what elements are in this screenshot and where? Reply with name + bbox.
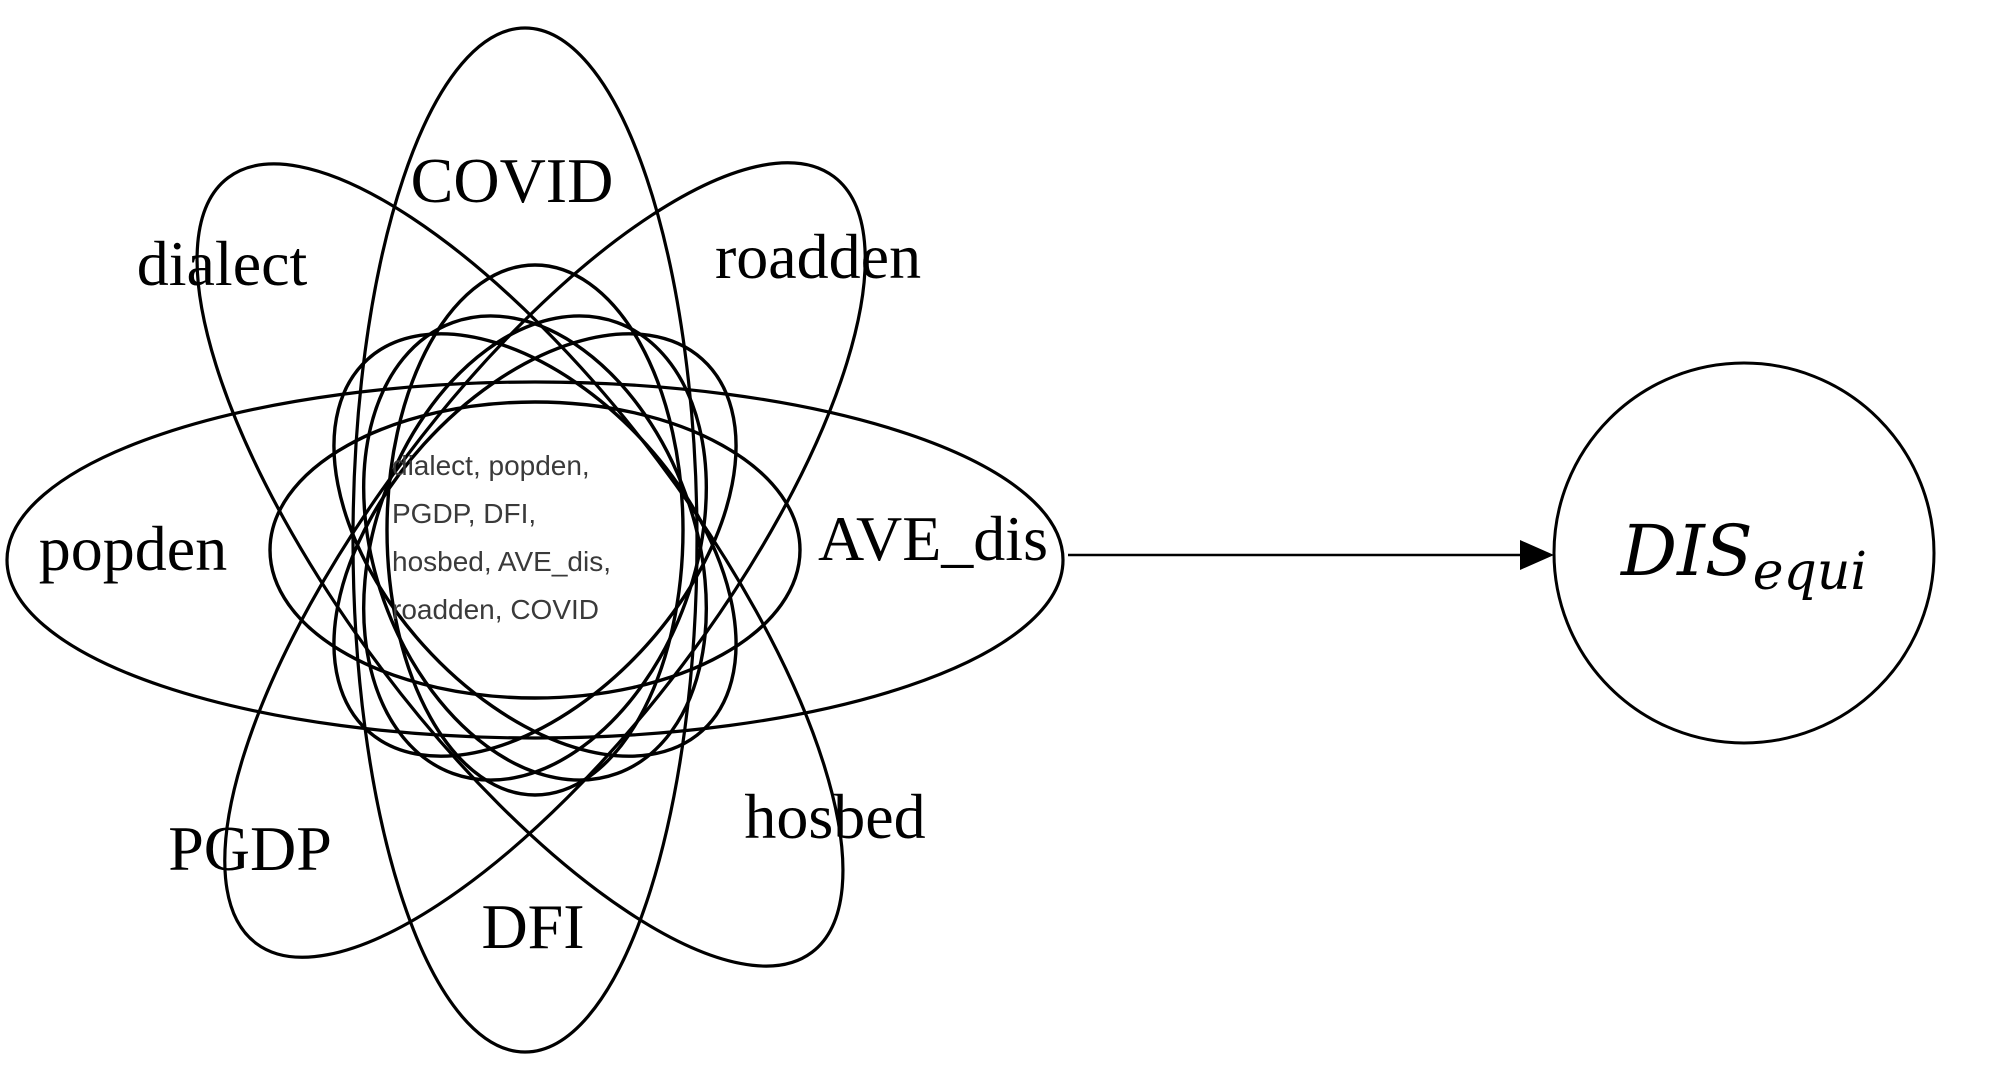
label-covid: COVID bbox=[411, 145, 614, 216]
inner-ellipse-tilt-left-soft bbox=[362, 314, 708, 782]
ellipse-covid-vertical bbox=[351, 26, 699, 1054]
target-label: DISequi bbox=[1619, 510, 1867, 602]
label-ave-dis: AVE_dis bbox=[818, 503, 1048, 574]
target-circle bbox=[1552, 361, 1936, 745]
label-pgdp: PGDP bbox=[168, 813, 332, 884]
arrow-connector bbox=[1068, 540, 1554, 570]
inner-ellipse-tilt-left bbox=[332, 332, 738, 758]
factor-labels: COVID dialect roadden popden AVE_dis PGD… bbox=[39, 145, 1048, 962]
intersection-line-1: dialect, popden, bbox=[392, 450, 590, 481]
label-hosbed: hosbed bbox=[744, 781, 925, 852]
arrow-head bbox=[1520, 540, 1554, 570]
target-node: DISequi bbox=[1552, 361, 1936, 745]
target-label-main: DIS bbox=[1619, 510, 1753, 592]
label-popden: popden bbox=[39, 513, 227, 584]
factor-ellipses bbox=[5, 26, 1065, 1054]
inner-ellipse-horizontal bbox=[268, 400, 802, 700]
ellipse-roadden-diagonal bbox=[223, 161, 867, 959]
intersection-text: dialect, popden, PGDP, DFI, hosbed, AVE_… bbox=[392, 450, 611, 625]
intersection-line-3: hosbed, AVE_dis, bbox=[392, 546, 611, 577]
intersection-ellipses bbox=[268, 263, 802, 797]
target-label-subscript: equi bbox=[1753, 542, 1867, 602]
inner-ellipse-tilt-right bbox=[332, 332, 738, 758]
intersection-line-4: roadden, COVID bbox=[392, 594, 599, 625]
ellipse-popden-horizontal bbox=[5, 380, 1065, 740]
label-dialect: dialect bbox=[137, 228, 308, 299]
inner-ellipse-tilt-right-soft bbox=[362, 314, 708, 782]
inner-ellipse-vertical bbox=[385, 263, 685, 797]
label-dfi: DFI bbox=[481, 891, 584, 962]
label-roadden: roadden bbox=[715, 221, 921, 292]
intersection-line-2: PGDP, DFI, bbox=[392, 498, 536, 529]
